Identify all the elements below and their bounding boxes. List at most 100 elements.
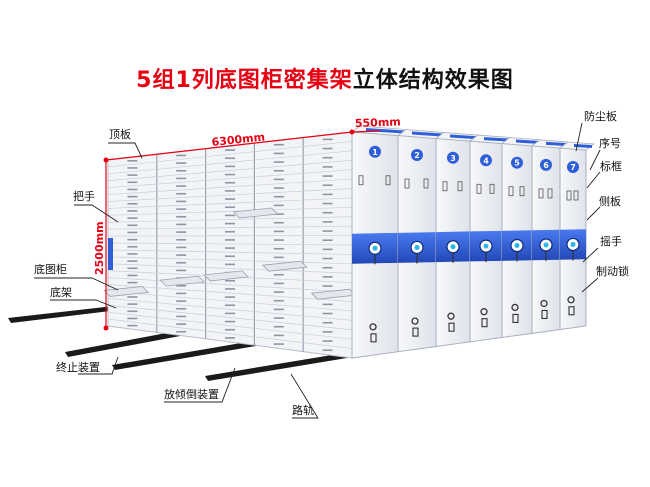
label-stop-device: 终止装置 xyxy=(56,360,100,374)
drawer-line xyxy=(107,304,353,331)
drawer-handle xyxy=(273,343,284,345)
drawer-line xyxy=(107,225,353,230)
drawer-handle xyxy=(127,217,138,219)
sequence-number-badge xyxy=(480,154,492,167)
drawer-handle xyxy=(322,331,333,333)
label-rail: 路轨 xyxy=(292,403,314,417)
drawer-handle xyxy=(322,166,333,168)
drawer-handle xyxy=(127,210,138,212)
crank-center xyxy=(543,242,549,248)
drawer-handle xyxy=(322,349,333,352)
drawer-handle xyxy=(322,138,333,141)
drawer-handle xyxy=(225,157,235,160)
drawer-handle xyxy=(127,310,138,313)
brake-lock xyxy=(411,317,419,325)
crank-center xyxy=(414,244,420,250)
sequence-number: 1 xyxy=(372,148,378,157)
drawer-line xyxy=(107,263,353,274)
sequence-number-badge xyxy=(511,156,523,169)
drawer-line xyxy=(107,291,353,312)
brake-lock xyxy=(511,303,519,312)
drawer-handle xyxy=(322,285,333,287)
drawer-handle xyxy=(273,239,284,241)
label-handle: 把手 xyxy=(73,189,95,203)
label-brake-lock: 制动锁 xyxy=(596,264,629,278)
label-base-frame: 底架 xyxy=(50,285,72,299)
callout-labels: 顶板 把手 底图柜 底架 终止装置 放倾倒装置 路轨 防尘板 序号 标框 侧板 … xyxy=(34,109,629,417)
drawer-handle xyxy=(127,253,138,255)
callout-lines xyxy=(34,122,601,419)
label-anti-tilt: 放倾倒装置 xyxy=(164,387,219,401)
drawer-handle xyxy=(127,238,138,241)
label-drawing-cabinet: 底图柜 xyxy=(34,262,67,276)
open-drawer xyxy=(261,260,308,272)
crank-center xyxy=(514,243,520,249)
drawer-handle xyxy=(176,292,187,295)
leader-dust-panel xyxy=(575,122,583,152)
drawer-handle xyxy=(176,215,187,218)
drawer-handle xyxy=(176,284,187,287)
drawer-handle xyxy=(322,340,333,342)
brake-lock-lever xyxy=(412,327,419,337)
drawer-handle xyxy=(127,202,138,205)
drawer-handle xyxy=(225,279,235,282)
dim-point-top-right xyxy=(349,129,355,135)
drawer-line xyxy=(107,141,353,168)
drawer-handle xyxy=(273,152,284,155)
drawer-handle xyxy=(127,174,138,176)
label-frame xyxy=(573,190,579,201)
sequence-number: 2 xyxy=(414,151,420,160)
brake-lock-lever xyxy=(512,313,519,323)
dim-point-top-left xyxy=(103,157,109,163)
drawer-handle xyxy=(176,261,187,264)
drawer-handle xyxy=(273,221,284,224)
drawer-handle xyxy=(273,308,284,311)
leader-crank xyxy=(582,247,599,263)
drawer-handle xyxy=(127,224,138,227)
drawer-handle xyxy=(273,143,284,146)
drawer-line xyxy=(107,159,353,182)
leader-base-frame xyxy=(50,299,117,309)
drawer-line xyxy=(107,249,353,255)
dust-panel-strip xyxy=(574,144,592,148)
drawer-handle xyxy=(322,257,333,260)
drawer-handle xyxy=(225,263,235,266)
brake-lock-lever xyxy=(568,306,575,316)
drawer-handle xyxy=(273,213,284,215)
sequence-number-badge xyxy=(411,149,423,161)
drawer-handle xyxy=(322,276,333,278)
drawer-handle xyxy=(225,173,235,176)
drawer-line xyxy=(107,284,353,302)
drawer-handle xyxy=(225,198,235,200)
drawer-handle xyxy=(225,296,235,298)
sequence-number: 3 xyxy=(450,154,456,163)
drawer-handle xyxy=(322,221,333,223)
open-drawer xyxy=(159,275,206,287)
label-frame xyxy=(508,186,514,197)
sequence-number: 6 xyxy=(543,161,549,170)
drawer-handle xyxy=(225,190,235,192)
dim-point-bottom xyxy=(103,325,109,331)
drawer-line xyxy=(107,178,353,195)
brake-lock xyxy=(447,312,455,320)
drawer-handle xyxy=(176,254,187,256)
crank-center xyxy=(483,243,489,249)
drawer-handle xyxy=(127,245,138,248)
drawer-handle xyxy=(176,323,187,325)
brake-lock-lever xyxy=(541,309,548,320)
leader-rail xyxy=(290,373,319,419)
drawer-handle xyxy=(225,181,235,184)
drawer-line xyxy=(107,297,353,321)
drawer-handle xyxy=(225,328,235,331)
drawer-handle xyxy=(127,167,138,169)
open-drawer xyxy=(203,270,250,282)
drawer-handle xyxy=(273,230,284,233)
label-frame xyxy=(404,178,410,189)
drawer-handle xyxy=(322,202,333,205)
dimension-lines: 6300mm 550mm 2500mm xyxy=(93,115,401,331)
drawer-handle xyxy=(322,156,333,159)
drawer-handle xyxy=(322,321,333,324)
label-frame xyxy=(538,188,544,199)
drawer-handle xyxy=(273,273,284,276)
